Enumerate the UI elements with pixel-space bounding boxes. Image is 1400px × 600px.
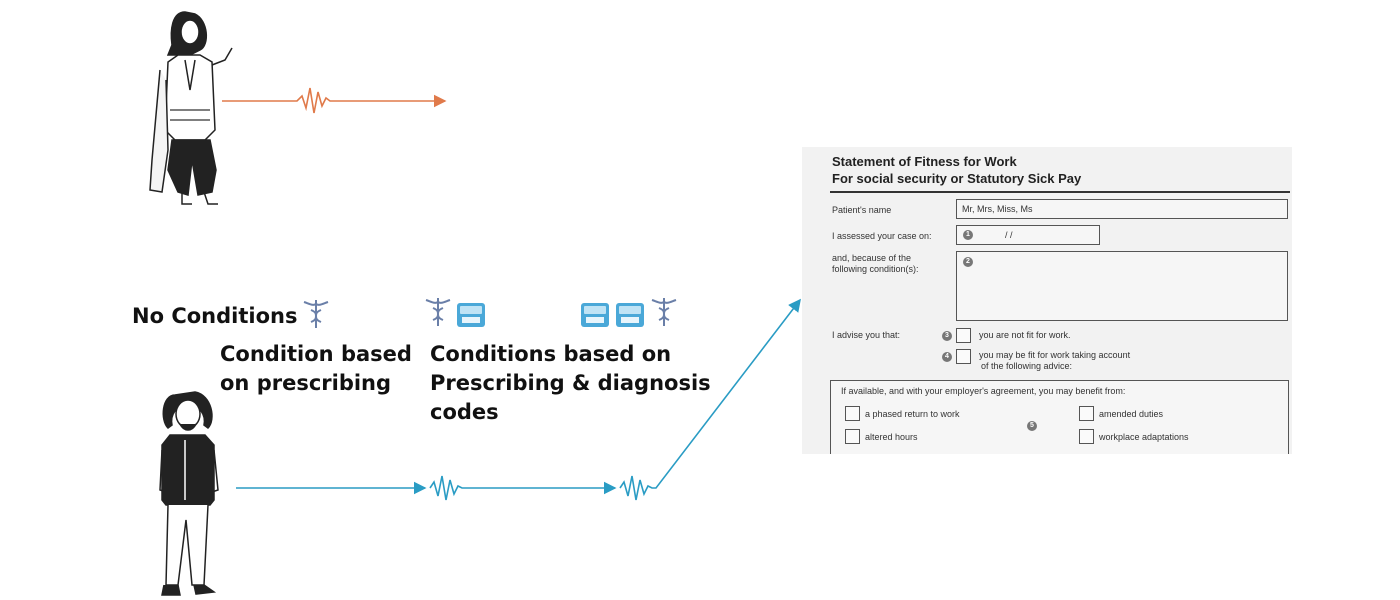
- condition-label: and, because of the following condition(…: [832, 253, 919, 275]
- caduceus-icon: [425, 298, 451, 326]
- may-be-fit-line: of the following advice:: [981, 361, 1073, 371]
- caduceus-icon: [303, 300, 329, 328]
- assessed-label: I assessed your case on:: [832, 231, 932, 241]
- caduceus-icon: [651, 298, 677, 326]
- female-patient-figure: [149, 11, 233, 205]
- altered-hours-checkbox[interactable]: [845, 429, 860, 444]
- label-line: Conditions based on: [430, 342, 672, 366]
- label-conditions-prescribing-diagnosis: Conditions based on Prescribing & diagno…: [430, 340, 711, 427]
- condition-label-line: and, because of the: [832, 253, 912, 263]
- form-subtitle: For social security or Statutory Sick Pa…: [832, 171, 1082, 186]
- female-pathway: [222, 87, 447, 114]
- marker-badge: 1: [963, 230, 973, 240]
- phased-return-label: a phased return to work: [865, 409, 960, 419]
- patient-name-value: Mr, Mrs, Miss, Ms: [962, 204, 1033, 214]
- may-be-fit-checkbox[interactable]: [956, 349, 971, 364]
- form-title: Statement of Fitness for Work: [832, 154, 1017, 169]
- patient-name-label: Patient's name: [832, 205, 892, 215]
- patient-name-field[interactable]: Mr, Mrs, Miss, Ms: [956, 199, 1288, 219]
- altered-hours-label: altered hours: [865, 432, 918, 442]
- male-pathway: [236, 298, 801, 501]
- label-line: Condition based: [220, 342, 412, 366]
- label-line: Prescribing & diagnosis: [430, 371, 711, 395]
- diagnosis-code-icon: [457, 303, 485, 327]
- phased-return-checkbox[interactable]: [845, 406, 860, 421]
- diagnosis-code-icon: [616, 303, 644, 327]
- may-be-fit-line: you may be fit for work taking account: [979, 350, 1131, 360]
- benefit-section: If available, and with your employer's a…: [830, 380, 1289, 454]
- not-fit-label: you are not fit for work.: [979, 330, 1071, 340]
- condition-field[interactable]: 2: [956, 251, 1288, 321]
- male-patient-figure: [159, 391, 219, 596]
- not-fit-checkbox[interactable]: [956, 328, 971, 343]
- marker-badge: 5: [1027, 421, 1037, 431]
- amended-duties-checkbox[interactable]: [1079, 406, 1094, 421]
- may-be-fit-label: you may be fit for work taking account o…: [979, 350, 1130, 372]
- label-condition-prescribing: Condition based on prescribing: [220, 340, 412, 398]
- assessed-date-field[interactable]: 1 / /: [956, 225, 1100, 245]
- fit-note-form: Statement of Fitness for Work For social…: [802, 147, 1292, 454]
- advise-label: I advise you that:: [832, 330, 901, 340]
- form-divider: [830, 191, 1290, 193]
- workplace-adaptations-label: workplace adaptations: [1099, 432, 1189, 442]
- label-line: codes: [430, 400, 499, 424]
- workplace-adaptations-checkbox[interactable]: [1079, 429, 1094, 444]
- label-line: on prescribing: [220, 371, 392, 395]
- marker-badge: 3: [942, 331, 952, 341]
- condition-label-line: following condition(s):: [832, 264, 919, 274]
- label-no-conditions: No Conditions: [132, 304, 298, 328]
- diagnosis-code-icon: [581, 303, 609, 327]
- benefit-text: If available, and with your employer's a…: [841, 386, 1126, 396]
- amended-duties-label: amended duties: [1099, 409, 1164, 419]
- date-value: / /: [1005, 230, 1013, 240]
- marker-badge: 2: [963, 257, 973, 267]
- marker-badge: 4: [942, 352, 952, 362]
